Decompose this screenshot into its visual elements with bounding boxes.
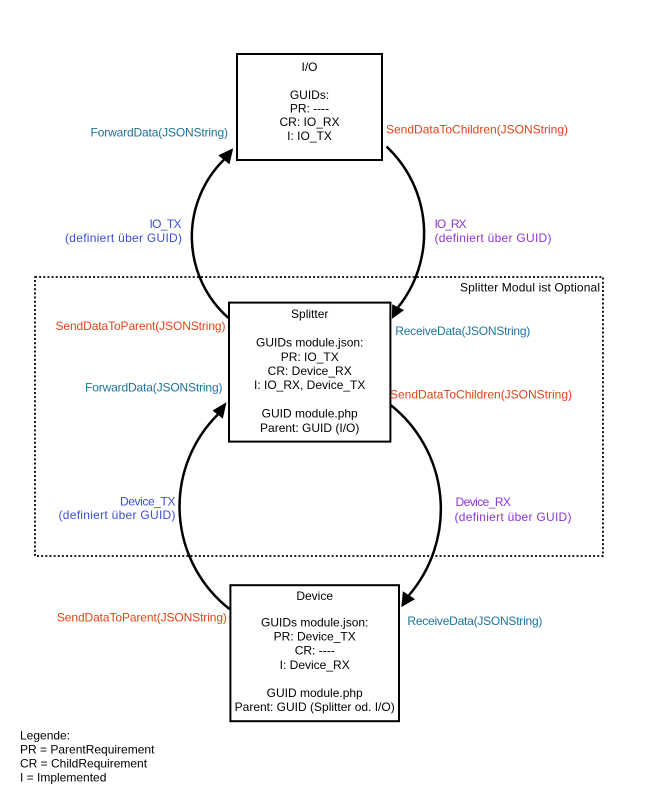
svg-text:CR: ----: CR: ----	[295, 644, 335, 658]
svg-text:SendDataToParent(JSONString): SendDataToParent(JSONString)	[56, 319, 226, 333]
svg-text:Splitter: Splitter	[291, 307, 328, 321]
svg-text:Parent: GUID (I/O): Parent: GUID (I/O)	[260, 421, 359, 435]
svg-text:ReceiveData(JSONString): ReceiveData(JSONString)	[395, 324, 530, 338]
svg-text:(definiert über GUID): (definiert über GUID)	[435, 231, 552, 245]
svg-text:Device_RX: Device_RX	[456, 495, 512, 509]
svg-text:(definiert über GUID): (definiert über GUID)	[65, 231, 182, 245]
svg-text:Device_TX: Device_TX	[120, 495, 176, 509]
svg-text:ForwardData(JSONString): ForwardData(JSONString)	[91, 126, 229, 140]
svg-text:GUID module.php: GUID module.php	[267, 686, 363, 700]
svg-text:ReceiveData(JSONString): ReceiveData(JSONString)	[407, 614, 542, 628]
svg-text:GUIDs:: GUIDs:	[290, 88, 329, 102]
svg-text:CR: Device_RX: CR: Device_RX	[268, 364, 352, 378]
svg-text:Device: Device	[296, 589, 333, 603]
svg-text:Legende:: Legende:	[20, 729, 70, 743]
svg-text:Parent: GUID (Splitter od. I/O: Parent: GUID (Splitter od. I/O)	[235, 700, 395, 714]
svg-text:PR: ----: PR: ----	[290, 102, 329, 116]
svg-text:IO_TX: IO_TX	[150, 217, 182, 231]
svg-text:I/O: I/O	[301, 60, 317, 74]
svg-text:PR: Device_TX: PR: Device_TX	[274, 630, 356, 644]
svg-text:CR: IO_RX: CR: IO_RX	[279, 115, 339, 129]
svg-text:ForwardData(JSONString): ForwardData(JSONString)	[85, 381, 223, 395]
svg-text:Splitter Modul ist Optional: Splitter Modul ist Optional	[460, 281, 600, 295]
svg-text:I: Device_RX: I: Device_RX	[280, 658, 350, 672]
svg-text:CR = ChildRequirement: CR = ChildRequirement	[20, 757, 148, 771]
svg-text:SendDataToChildren(JSONString): SendDataToChildren(JSONString)	[386, 122, 568, 136]
svg-text:I: IO_RX, Device_TX: I: IO_RX, Device_TX	[254, 378, 365, 392]
svg-text:GUIDs module.json:: GUIDs module.json:	[261, 616, 368, 630]
svg-text:GUID module.php: GUID module.php	[262, 407, 358, 421]
svg-text:SendDataToParent(JSONString): SendDataToParent(JSONString)	[57, 611, 227, 625]
svg-text:PR = ParentRequirement: PR = ParentRequirement	[20, 743, 155, 757]
svg-text:PR: IO_TX: PR: IO_TX	[281, 350, 339, 364]
svg-text:SendDataToChildren(JSONString): SendDataToChildren(JSONString)	[390, 388, 572, 402]
svg-text:IO_RX: IO_RX	[435, 217, 467, 231]
svg-text:I = Implemented: I = Implemented	[20, 771, 106, 785]
svg-text:(definiert über GUID): (definiert über GUID)	[59, 508, 176, 522]
svg-text:I: IO_TX: I: IO_TX	[287, 129, 332, 143]
svg-text:(definiert über GUID): (definiert über GUID)	[455, 510, 572, 524]
svg-text:GUIDs module.json:: GUIDs module.json:	[256, 336, 363, 350]
